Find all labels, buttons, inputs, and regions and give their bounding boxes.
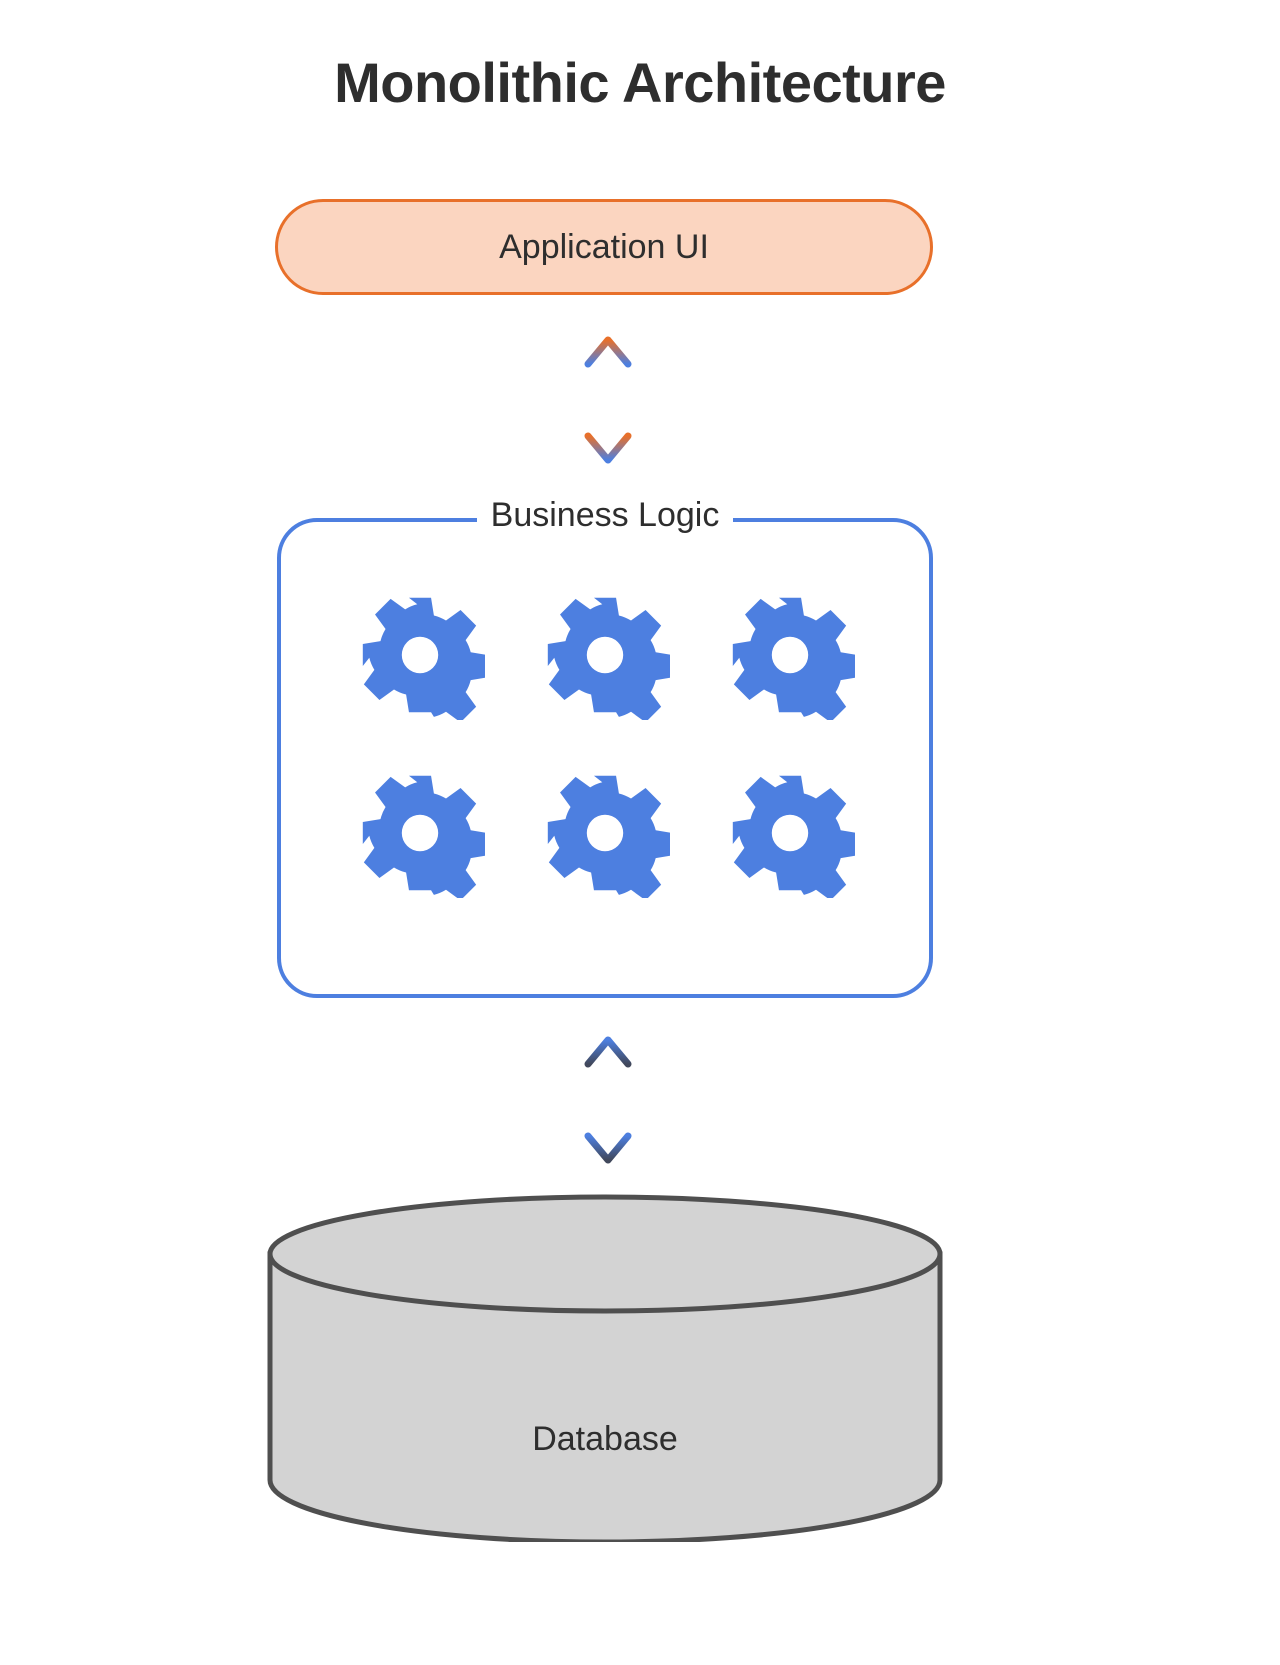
application-ui-label: Application UI (499, 227, 709, 266)
page-title: Monolithic Architecture (334, 51, 946, 114)
gear-icon-5 (547, 775, 670, 898)
gear-icon-1 (362, 597, 485, 720)
database-cylinder-shape (267, 1194, 943, 1545)
gear-grid (327, 590, 883, 898)
connector-app-ui-to-business-logic (584, 336, 632, 464)
gear-icon-2 (547, 597, 670, 720)
gear-icon-6 (733, 775, 856, 898)
gear-icon-4 (362, 775, 485, 898)
node-application-ui[interactable]: Application UI (275, 199, 933, 295)
gear-icon-3 (733, 597, 856, 720)
business-logic-border (277, 518, 933, 998)
node-database[interactable]: Database (265, 1192, 945, 1545)
node-business-logic[interactable]: Business Logic (277, 496, 933, 998)
connector-business-logic-to-database (584, 1036, 632, 1164)
